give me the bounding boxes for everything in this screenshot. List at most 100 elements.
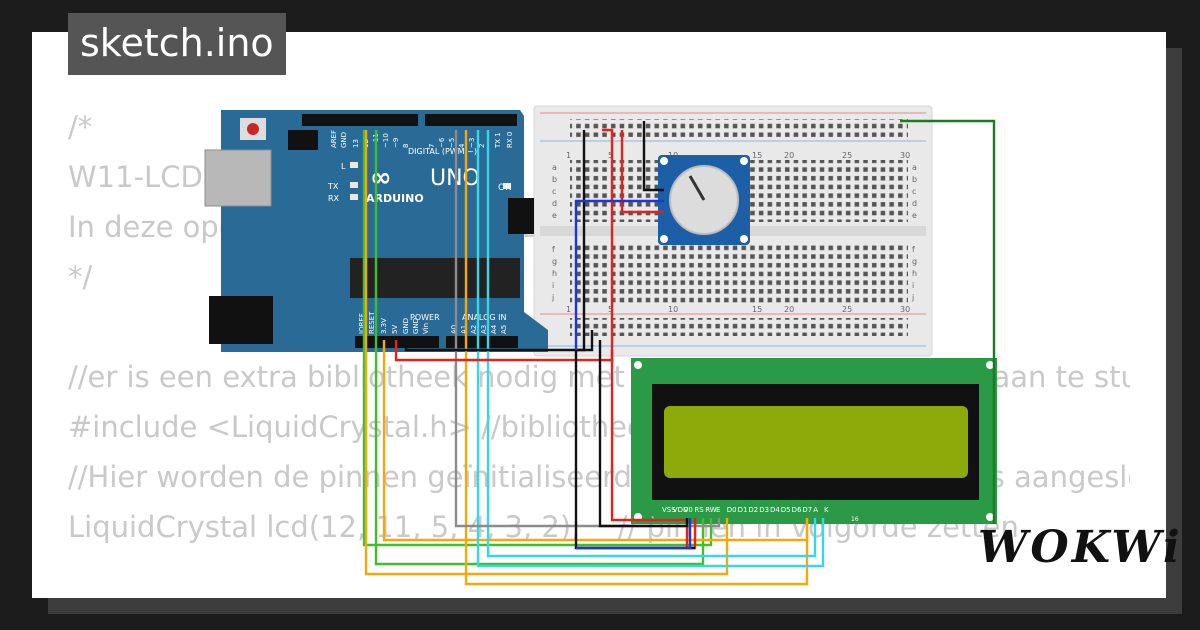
arduino-top-pin-label: 8 [402, 144, 410, 148]
arduino-bottom-pin-label: A5 [500, 325, 508, 334]
arduino-bottom-pin-label: A4 [490, 324, 498, 334]
breadboard-col-number: 10 [668, 305, 678, 314]
breadboard-row-letter: g [912, 257, 917, 266]
lcd-pin-label: D1 [738, 506, 748, 514]
arduino-bottom-pin-label: Vin [422, 323, 430, 334]
code-line: #include <LiquidCrystal.h> //bibliotheek [68, 410, 662, 444]
breadboard-col-number: 1 [566, 305, 571, 314]
breadboard-col-number: 5 [608, 305, 613, 314]
lcd-pin-index-end: 16 [851, 516, 859, 523]
lcd-pin-label: D7 [802, 506, 812, 514]
arduino-top-pin-label: 2 [478, 144, 486, 148]
on-label: ON [498, 183, 512, 193]
analog-label: ANALOG IN [462, 313, 507, 322]
atmega-chip [350, 258, 520, 298]
arduino-top-pin-label: ~9 [392, 138, 400, 148]
power-label: POWER [410, 313, 440, 322]
breadboard-row-letter: i [552, 281, 554, 290]
breadboard-row-letter: e [912, 211, 917, 220]
lcd-pin-label: D5 [781, 506, 791, 514]
breadboard-row-letter: f [552, 245, 555, 254]
header-top-right [425, 114, 517, 126]
arduino-bottom-pin-label: GND [412, 318, 420, 334]
arduino-top-pin-label: ~5 [448, 138, 456, 148]
arduino-top-pin-label: GND [340, 132, 348, 148]
led-label-tx: TX [327, 182, 339, 191]
breadboard-row-letter: a [912, 163, 917, 172]
lcd-pin-label: RW [705, 506, 717, 514]
code-line: W11-LCD [68, 160, 203, 194]
breadboard-row-letter: d [552, 199, 557, 208]
arduino-top-pin-label: TX 1 [494, 132, 502, 149]
breadboard-row-letter: d [912, 199, 917, 208]
breadboard-col-number: 5 [608, 151, 613, 160]
breadboard-row-letter: b [912, 175, 917, 184]
code-line: */ [68, 260, 93, 294]
breadboard-row-letter: j [551, 293, 554, 302]
header-top-left [302, 114, 418, 126]
lcd-pin-label: VSS [662, 506, 676, 514]
lcd-pin-label: A [813, 506, 818, 514]
arduino-top-pin-label: AREF [330, 130, 338, 148]
breadboard-col-number: 1 [566, 151, 571, 160]
wires [362, 119, 996, 586]
arduino-top-pin-label: ~10 [382, 133, 390, 148]
breadboard-col-number: 30 [900, 151, 910, 160]
arduino-bottom-pin-label: RESET [368, 311, 376, 334]
potentiometer[interactable] [658, 155, 750, 245]
breadboard-row-letter: e [552, 211, 557, 220]
breadboard-col-number: 15 [752, 305, 762, 314]
breadboard-col-number: 25 [842, 305, 852, 314]
lcd-pin-label: VDD [673, 506, 689, 514]
digital-label: DIGITAL (PWM ~) [408, 147, 477, 156]
code-line: LiquidCrystal lcd(12, 11, 5, 4, 3, 2); /… [68, 510, 1019, 544]
lcd-pin-label: E [716, 506, 720, 514]
breadboard-col-number: 15 [752, 151, 762, 160]
usb-port [204, 149, 272, 207]
arduino-logo: ARDUINO [366, 192, 424, 205]
breadboard-col-number: 25 [842, 151, 852, 160]
arduino-infinity-logo-icon: ∞ [370, 163, 392, 193]
file-tab[interactable]: sketch.ino [68, 13, 286, 75]
breadboard-col-number: 20 [784, 305, 794, 314]
lcd-pin-label: D4 [770, 506, 780, 514]
breadboard-row-letter: h [552, 269, 557, 278]
breadboard-row-letter: i [912, 281, 914, 290]
lcd-screen [664, 406, 968, 478]
arduino-bottom-pin-label: A0 [450, 325, 458, 334]
breadboard-row-letter: b [552, 175, 557, 184]
lcd-pin-label: D3 [759, 506, 769, 514]
arduino-bottom-pin-label: A3 [480, 325, 488, 334]
arduino-top-pin-label: 13 [352, 139, 360, 148]
arduino-top-pin-label: RX 0 [506, 132, 514, 148]
arduino-bottom-pin-label: 5V [391, 325, 399, 334]
code-line: /* [68, 110, 93, 144]
led-label-rx: RX [328, 194, 340, 203]
arduino-bottom-pin-label: 3.3V [380, 318, 388, 334]
arduino-bottom-pin-label: GND [402, 318, 410, 334]
breadboard-row-letter: g [552, 257, 557, 266]
lcd-pin-label: K [824, 506, 829, 514]
breadboard-row-letter: h [912, 269, 917, 278]
arduino-bottom-pin-label: A1 [460, 325, 468, 334]
breadboard-row-letter: c [552, 187, 556, 196]
breadboard-row-letter: c [912, 187, 916, 196]
arduino-top-pin-label: 4 [458, 143, 466, 148]
breadboard-row-letter: j [911, 293, 914, 302]
breadboard-col-number: 20 [784, 151, 794, 160]
lcd-pin-label: D6 [792, 506, 802, 514]
led-label-l: L [341, 162, 346, 171]
arduino-bottom-pin-label: A2 [470, 325, 478, 334]
breadboard-row-letter: f [912, 245, 915, 254]
arduino-top-pin-label: ~6 [438, 137, 446, 148]
arduino-top-pin-label: ~3 [468, 138, 476, 148]
breadboard-col-number: 30 [900, 305, 910, 314]
lcd-pin-label: D2 [748, 506, 758, 514]
lcd-pin-label: V0 [684, 506, 693, 514]
power-jack [209, 296, 273, 344]
wokwi-logo: WOKWi [978, 522, 1183, 573]
lcd-pin-label: RS [694, 506, 704, 514]
arduino-top-pin-label: 7 [428, 144, 436, 148]
